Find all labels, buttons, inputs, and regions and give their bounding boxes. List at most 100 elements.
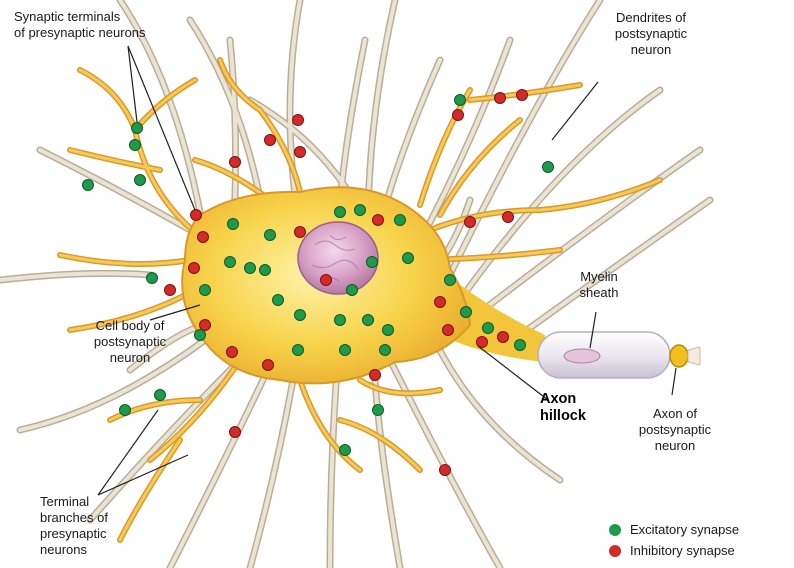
inhibitory-synapse — [498, 332, 509, 343]
inhibitory-synapse — [263, 360, 274, 371]
excitatory-synapse — [273, 295, 284, 306]
inhibitory-synapse — [189, 263, 200, 274]
schwann-cell-nucleus — [564, 349, 600, 363]
excitatory-synapse — [340, 345, 351, 356]
excitatory-synapse — [455, 95, 466, 106]
excitatory-synapse — [200, 285, 211, 296]
excitatory-synapse — [132, 123, 143, 134]
label-cell-body-line-2: postsynaptic — [80, 334, 180, 350]
inhibitory-synapse — [191, 210, 202, 221]
excitatory-synapse — [147, 273, 158, 284]
inhibitory-synapse — [517, 90, 528, 101]
label-axon-line-1: Axon of — [616, 406, 734, 422]
excitatory-synapse — [347, 285, 358, 296]
label-terminal-line-3: presynaptic — [40, 526, 108, 542]
inhibitory-synapse — [373, 215, 384, 226]
legend-inhibitory-label: Inhibitory synapse — [630, 543, 735, 558]
axon-fiber-highlight — [520, 200, 710, 335]
label-synaptic-terminals: Synaptic terminals of presynaptic neuron… — [14, 9, 146, 41]
excitatory-synapse — [373, 405, 384, 416]
legend-excitatory-label: Excitatory synapse — [630, 522, 739, 537]
axon-fiber-highlight — [90, 360, 240, 520]
label-dendrites-line-1: Dendrites of — [596, 10, 706, 26]
excitatory-synapse — [225, 257, 236, 268]
label-terminal-line-1: Terminal — [40, 494, 108, 510]
label-myelin-line-2: sheath — [568, 285, 630, 301]
label-terminal-line-4: neurons — [40, 542, 108, 558]
excitatory-synapse — [363, 315, 374, 326]
label-dendrites-line-2: postsynaptic — [596, 26, 706, 42]
inhibitory-synapse — [503, 212, 514, 223]
inhibitory-synapse — [227, 347, 238, 358]
axon-node — [670, 345, 688, 367]
inhibitory-synapse — [321, 275, 332, 286]
inhibitory-synapse — [293, 115, 304, 126]
label-terminal-line-2: branches of — [40, 510, 108, 526]
label-cell-body-line-1: Cell body of — [80, 318, 180, 334]
excitatory-synapse — [515, 340, 526, 351]
excitatory-synapse — [245, 263, 256, 274]
label-myelin-sheath: Myelin sheath — [568, 269, 630, 301]
inhibitory-synapse — [435, 297, 446, 308]
label-dendrites: Dendrites of postsynaptic neuron — [596, 10, 706, 58]
label-cell-body: Cell body of postsynaptic neuron — [80, 318, 180, 366]
excitatory-synapse — [403, 253, 414, 264]
inhibitory-synapse — [495, 93, 506, 104]
excitatory-synapse — [340, 445, 351, 456]
excitatory-synapse — [228, 219, 239, 230]
inhibitory-synapse — [165, 285, 176, 296]
inhibitory-synapse — [295, 227, 306, 238]
excitatory-synapse — [355, 205, 366, 216]
myelin-sheath — [538, 332, 670, 378]
excitatory-synapse — [155, 390, 166, 401]
excitatory-synapse — [461, 307, 472, 318]
inhibitory-synapse — [370, 370, 381, 381]
excitatory-synapse — [265, 230, 276, 241]
excitatory-synapse — [83, 180, 94, 191]
excitatory-synapse — [395, 215, 406, 226]
inhibitory-synapse — [265, 135, 276, 146]
excitatory-synapse — [130, 140, 141, 151]
label-myelin-line-1: Myelin — [568, 269, 630, 285]
excitatory-synapse — [293, 345, 304, 356]
nucleus — [298, 222, 378, 294]
excitatory-synapse — [380, 345, 391, 356]
excitatory-synapse — [195, 330, 206, 341]
inhibitory-synapse — [443, 325, 454, 336]
label-axon-line-3: neuron — [616, 438, 734, 454]
excitatory-synapse — [335, 207, 346, 218]
label-terminal-branches: Terminal branches of presynaptic neurons — [40, 494, 108, 558]
inhibitory-synapse — [230, 157, 241, 168]
label-synaptic-terminals-line-2: of presynaptic neurons — [14, 25, 146, 41]
label-axon-hillock-line-2: hillock — [540, 408, 586, 425]
excitatory-synapse — [335, 315, 346, 326]
excitatory-synapse — [260, 265, 271, 276]
label-axon-line-2: postsynaptic — [616, 422, 734, 438]
legend-inhibitory-swatch — [609, 545, 621, 557]
label-dendrites-line-3: neuron — [596, 42, 706, 58]
inhibitory-synapse — [230, 427, 241, 438]
label-axon-hillock-line-1: Axon — [540, 391, 586, 408]
excitatory-synapse — [383, 325, 394, 336]
excitatory-synapse — [483, 323, 494, 334]
label-cell-body-line-3: neuron — [80, 350, 180, 366]
inhibitory-synapse — [295, 147, 306, 158]
excitatory-synapse — [367, 257, 378, 268]
axon-continuation — [688, 347, 700, 365]
excitatory-synapse — [445, 275, 456, 286]
inhibitory-synapse — [453, 110, 464, 121]
inhibitory-synapse — [440, 465, 451, 476]
inhibitory-synapse — [200, 320, 211, 331]
inhibitory-synapse — [465, 217, 476, 228]
legend-excitatory-swatch — [609, 524, 621, 536]
excitatory-synapse — [295, 310, 306, 321]
excitatory-synapse — [543, 162, 554, 173]
leader-axon — [672, 368, 676, 395]
inhibitory-synapse — [198, 232, 209, 243]
label-synaptic-terminals-line-1: Synaptic terminals — [14, 9, 146, 25]
label-axon-hillock: Axon hillock — [540, 391, 586, 425]
label-axon: Axon of postsynaptic neuron — [616, 406, 734, 454]
excitatory-synapse — [120, 405, 131, 416]
